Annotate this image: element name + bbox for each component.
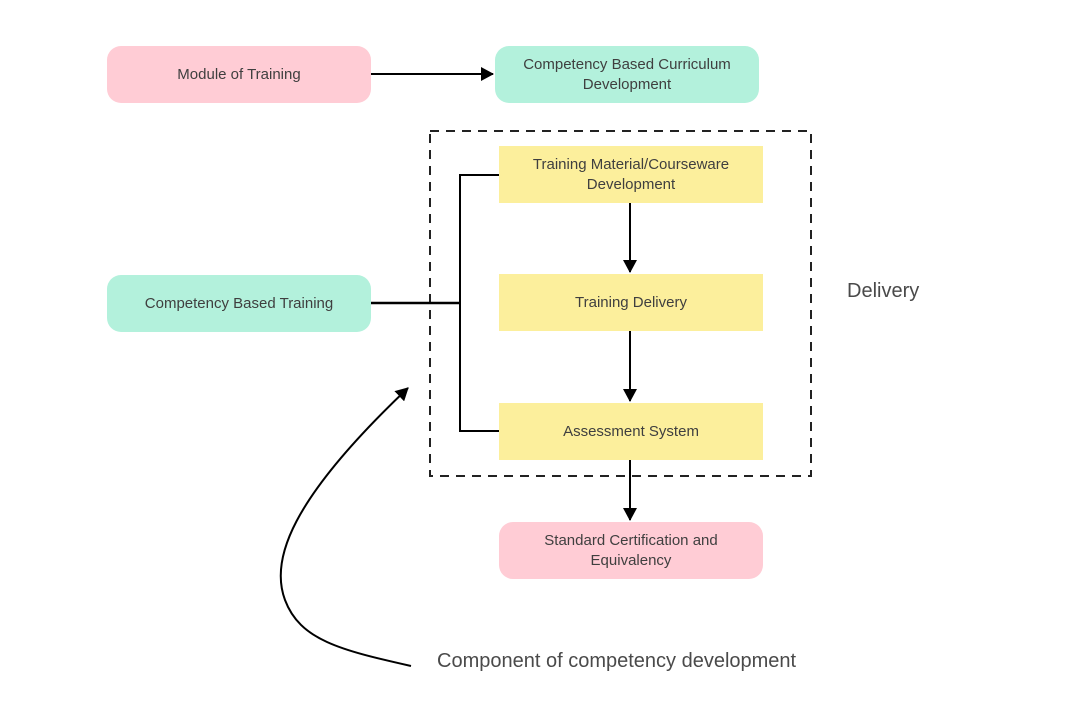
component-curved-arrow [279,387,412,667]
node-module-of-training: Module of Training [107,46,371,103]
node-assessment-system: Assessment System [499,403,763,460]
label-component: Component of competency development [437,650,797,672]
node-training-delivery: Training Delivery [499,274,763,331]
label-delivery: Delivery [847,280,920,302]
node-standard-certification: Standard Certification and Equivalency [499,522,763,579]
bracket-connector [459,174,499,432]
node-training-material: Training Material/Courseware Development [499,146,763,203]
delivery-boundary [429,130,812,477]
node-competency-based-training: Competency Based Training [107,275,371,332]
node-competency-based-curriculum: Competency Based Curriculum Development [495,46,759,103]
